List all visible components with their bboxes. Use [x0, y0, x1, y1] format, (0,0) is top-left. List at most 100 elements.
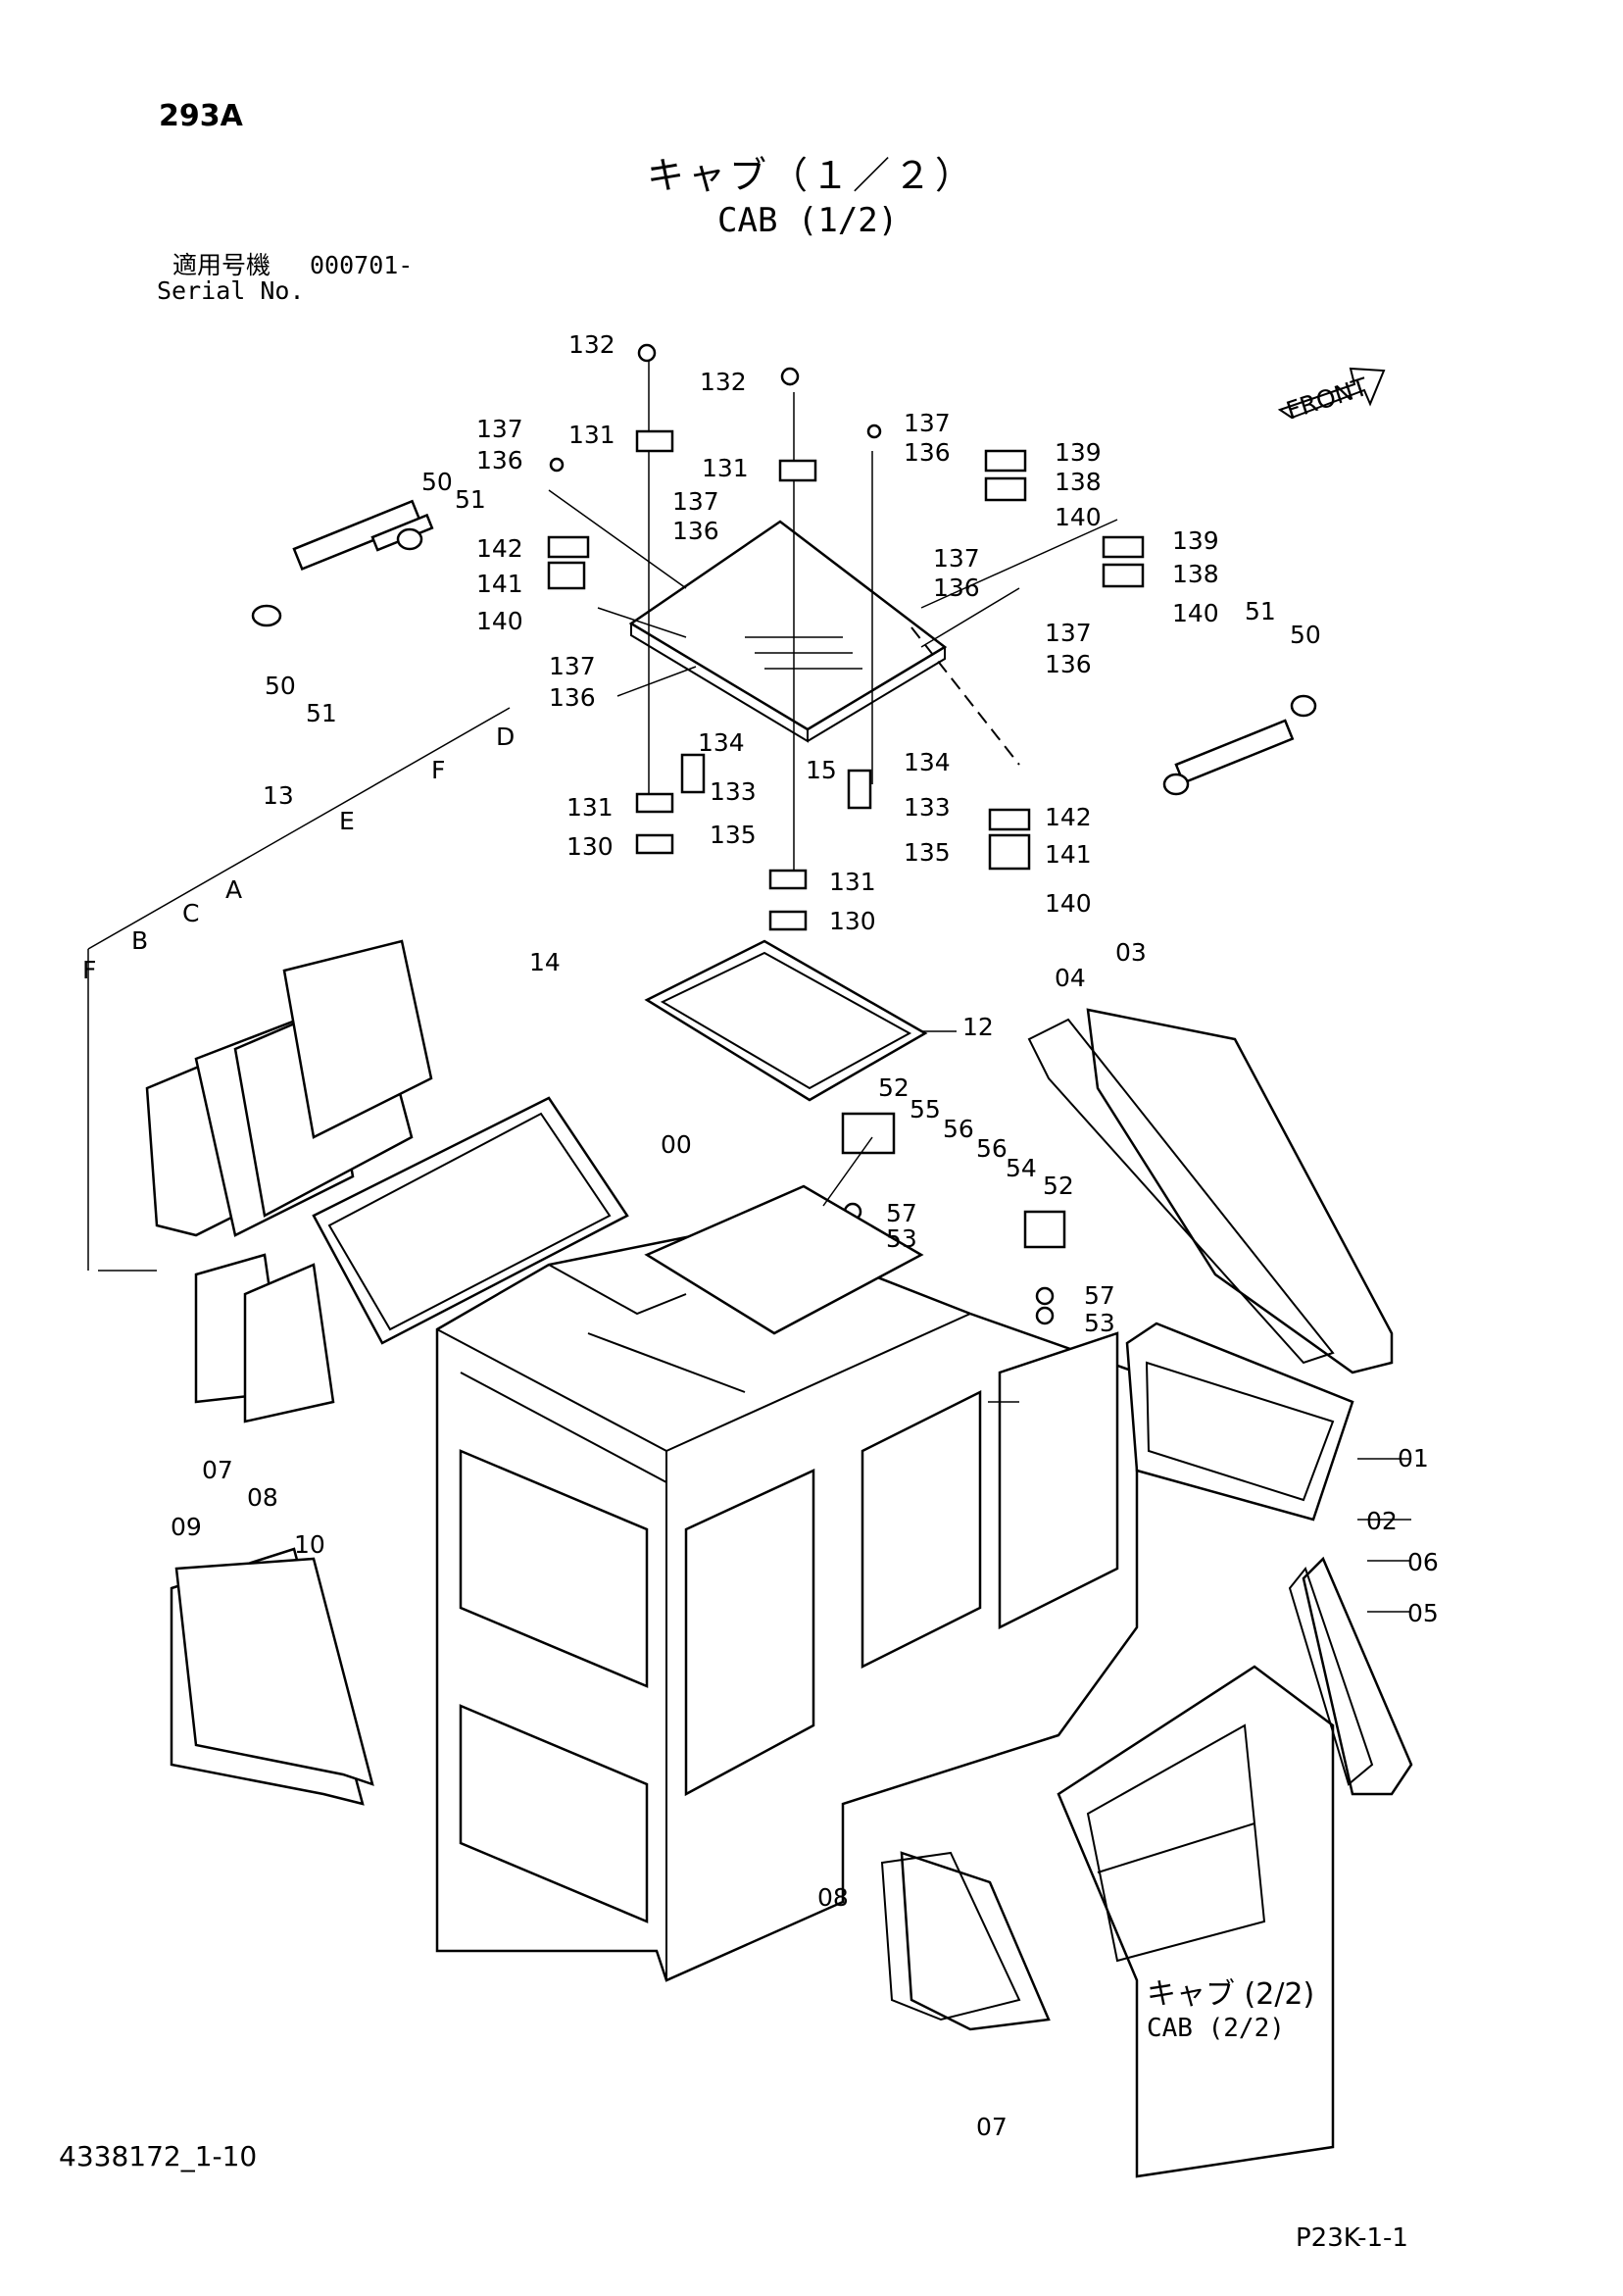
left-window-set — [145, 939, 629, 1345]
callout-137-b: 137 — [672, 487, 719, 516]
callout-13: 13 — [263, 781, 294, 810]
callout-53-a: 53 — [886, 1224, 917, 1253]
callout-135-a: 135 — [710, 821, 757, 849]
title-japanese: キャブ（１／２） — [647, 154, 977, 197]
callout-50-a: 50 — [421, 468, 453, 496]
callout-D: D — [496, 723, 515, 751]
page-code: 293A — [159, 99, 243, 133]
callout-139-a: 139 — [1055, 438, 1102, 467]
callout-138-b: 138 — [1172, 560, 1219, 588]
callout-06: 06 — [1407, 1548, 1439, 1576]
cab-body-frame — [435, 1184, 1139, 1982]
callout-137-e: 137 — [933, 544, 980, 573]
callout-142-a: 142 — [476, 534, 523, 563]
callout-07-a: 07 — [202, 1456, 233, 1484]
right-vertical-glass — [1288, 1556, 1413, 1796]
callout-09: 09 — [171, 1513, 202, 1541]
document-id: 4338172_1-10 — [59, 2140, 258, 2172]
callout-130-b: 130 — [829, 907, 876, 935]
callout-141-b: 141 — [1045, 840, 1092, 869]
callout-142-b: 142 — [1045, 803, 1092, 831]
callout-50-b: 50 — [265, 672, 296, 700]
callout-00: 00 — [661, 1130, 692, 1159]
callout-140-d: 140 — [1045, 889, 1092, 918]
gas-strut-right — [1162, 694, 1317, 796]
front-arrow-icon: FRONT — [1277, 367, 1386, 425]
page-reference: P23K-1-1 — [1296, 2223, 1408, 2253]
callout-08-b: 08 — [817, 1883, 849, 1912]
callout-07-b: 07 — [976, 2113, 1008, 2141]
callout-131-b: 131 — [702, 454, 749, 482]
front-door-glass — [1027, 1008, 1394, 1374]
cross-reference-japanese: キャブ (2/2) — [1147, 1977, 1315, 2012]
callout-B: B — [131, 926, 148, 955]
callout-141-a: 141 — [476, 570, 523, 598]
cross-reference-english: CAB (2/2) — [1147, 2014, 1285, 2043]
callout-55: 55 — [910, 1095, 941, 1123]
callout-F-top: F — [431, 756, 445, 784]
gas-strut-left — [251, 499, 434, 627]
callout-10: 10 — [294, 1530, 325, 1559]
callout-133-b: 133 — [904, 793, 951, 822]
callout-leader-lines — [87, 707, 1411, 1613]
callout-02: 02 — [1366, 1507, 1398, 1535]
callout-137-f: 137 — [1045, 619, 1092, 647]
callout-140-c: 140 — [1172, 599, 1219, 627]
callout-140-b: 140 — [1055, 503, 1102, 531]
callout-131-a: 131 — [568, 421, 615, 449]
callout-136-b: 136 — [672, 517, 719, 545]
callout-53-b: 53 — [1084, 1309, 1115, 1337]
callout-57-b: 57 — [1084, 1281, 1115, 1310]
roof-mounting-plate — [628, 520, 948, 743]
callout-labels: 132 132 131 131 137 136 137 136 50 51 14… — [82, 330, 1439, 2141]
callout-136-e: 136 — [933, 574, 980, 602]
callout-136-c: 136 — [549, 683, 596, 712]
callout-A: A — [225, 875, 242, 904]
callout-51-a: 51 — [455, 485, 486, 514]
rear-door-panel — [1057, 1665, 1335, 2178]
callout-136-f: 136 — [1045, 650, 1092, 678]
assembly-guide-lines — [548, 355, 1118, 873]
callout-57-a: 57 — [886, 1199, 917, 1227]
lower-corner-glass — [880, 1851, 1051, 2031]
callout-51-b: 51 — [306, 699, 337, 727]
callout-137-d: 137 — [904, 409, 951, 437]
serial-number-value: 000701- — [310, 251, 414, 279]
callout-135-b: 135 — [904, 838, 951, 867]
title-english: CAB (1/2) — [717, 201, 899, 240]
callout-14: 14 — [529, 948, 561, 976]
serial-label-english: Serial No. — [157, 276, 305, 305]
callout-134-b: 134 — [904, 748, 951, 776]
left-corner-glass — [194, 1253, 335, 1423]
callout-56-a: 56 — [943, 1115, 974, 1143]
callout-51-c: 51 — [1245, 597, 1276, 625]
callout-136-d: 136 — [904, 438, 951, 467]
callout-131-d: 131 — [829, 868, 876, 896]
callout-05: 05 — [1407, 1599, 1439, 1627]
front-label: FRONT — [1283, 373, 1372, 425]
callout-56-b: 56 — [976, 1134, 1008, 1163]
right-side-windows — [1125, 1322, 1354, 1522]
callout-01: 01 — [1398, 1444, 1429, 1472]
callout-137-a: 137 — [476, 415, 523, 443]
callout-52-b: 52 — [1043, 1172, 1074, 1200]
bracket-hardware — [547, 343, 1145, 1325]
callout-132-a: 132 — [568, 330, 615, 359]
callout-04: 04 — [1055, 964, 1086, 992]
roof-glass-panel — [644, 939, 928, 1102]
callout-139-b: 139 — [1172, 526, 1219, 555]
callout-F-left: F — [82, 956, 96, 984]
callout-03: 03 — [1115, 938, 1147, 967]
callout-08-a: 08 — [247, 1483, 278, 1512]
callout-130-a: 130 — [566, 832, 614, 861]
callout-137-c: 137 — [549, 652, 596, 680]
callout-15: 15 — [806, 756, 837, 784]
callout-131-c: 131 — [566, 793, 614, 822]
callout-140-a: 140 — [476, 607, 523, 635]
callout-136-a: 136 — [476, 446, 523, 474]
serial-label-japanese: 適用号機 — [172, 251, 271, 279]
callout-12: 12 — [962, 1013, 994, 1041]
callout-50-c: 50 — [1290, 621, 1321, 649]
callout-C: C — [182, 899, 199, 927]
